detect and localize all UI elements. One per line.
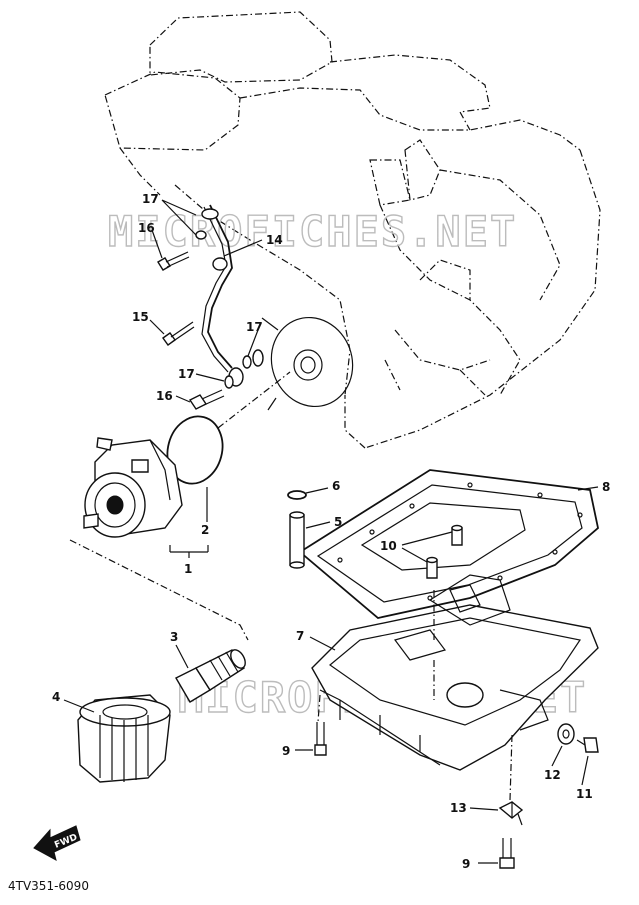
callout-13: 13 (450, 801, 467, 815)
union-bolt-16-upper (157, 251, 190, 271)
leader-8 (577, 486, 599, 491)
callout-10: 10 (380, 539, 397, 553)
leader-11 (581, 755, 589, 786)
callout-9-lower: 9 (462, 857, 470, 871)
bolt-9-upper (314, 722, 327, 756)
callout-17-mid: 17 (246, 320, 263, 334)
o-ring-2 (166, 415, 224, 485)
assembly-line-filter (217, 371, 291, 429)
forward-direction-arrow: FWD (33, 825, 81, 861)
union-bolt-16-lower (188, 389, 225, 410)
oil-pipe-5 (289, 511, 305, 569)
callout-7: 7 (296, 629, 304, 643)
drawing-code: 4TV351-6090 (8, 879, 89, 893)
callout-2: 2 (201, 523, 209, 537)
callout-15: 15 (132, 310, 149, 324)
leader-3 (175, 644, 189, 669)
callout-17-upper: 17 (142, 192, 159, 206)
callout-17-lower: 17 (178, 367, 195, 381)
screw-15 (162, 321, 195, 346)
clamp-13 (498, 801, 524, 826)
leader-4 (63, 699, 95, 713)
assembly-line-bolt9 (317, 694, 321, 723)
callout-16-lower: 16 (156, 389, 173, 403)
callout-12: 12 (544, 768, 561, 782)
callout-8: 8 (602, 480, 610, 494)
dowel-pins-10 (426, 524, 463, 579)
callout-4: 4 (52, 690, 60, 704)
assembly-line-drain (509, 734, 513, 801)
callout-14: 14 (266, 233, 283, 247)
leader-17-lower (195, 373, 225, 382)
leader-16-upper (151, 229, 163, 259)
assembly-line-sender (69, 539, 249, 641)
callout-9-upper: 9 (282, 744, 290, 758)
leader-17-mid (247, 329, 259, 357)
leader-14 (223, 239, 263, 257)
callout-11: 11 (576, 787, 593, 801)
callout-16-upper: 16 (138, 221, 155, 235)
watermark-top: MICROFICHES.NET (108, 207, 517, 256)
leader-12 (551, 745, 563, 767)
leader-13 (469, 807, 499, 811)
callout-5: 5 (334, 515, 342, 529)
oil-pan-gasket-8 (298, 469, 599, 619)
leader-7 (309, 636, 336, 651)
oil-filter-housing-1 (83, 437, 183, 538)
bolt-9-lower (499, 838, 515, 869)
o-ring-6 (287, 490, 307, 500)
leader-16-lower (175, 395, 191, 403)
gasket-12 (557, 723, 575, 745)
leader-15 (149, 319, 165, 335)
drain-plug-11 (576, 737, 599, 753)
callout-6: 6 (332, 479, 340, 493)
leader-17-upper (161, 199, 197, 236)
callout-3: 3 (170, 630, 178, 644)
leader-6 (305, 487, 329, 494)
callout-1: 1 (184, 562, 192, 576)
bracket-1 (169, 545, 209, 558)
oil-pan-7 (311, 574, 599, 771)
leader-5 (305, 521, 331, 529)
leader-10 (401, 531, 453, 563)
filter-mount-boss (261, 316, 354, 411)
oil-filter-cartridge-4 (77, 694, 171, 783)
oil-pressure-switch-3 (175, 649, 246, 703)
oil-delivery-pipe (201, 204, 264, 387)
